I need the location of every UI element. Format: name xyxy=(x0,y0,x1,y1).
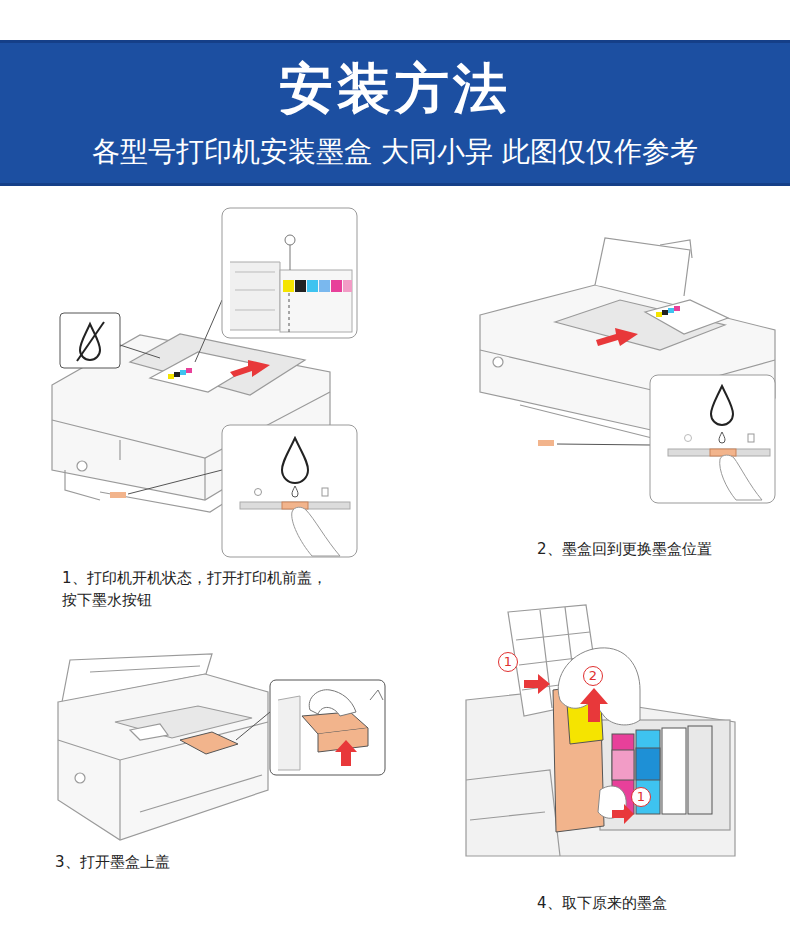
lift-arrow xyxy=(580,688,608,722)
subtitle: 各型号打印机安装墨盒 大同小异 此图仅仅作参考 xyxy=(92,134,698,170)
step-caption: 3、打开墨盒上盖 xyxy=(55,851,295,873)
ink-strip xyxy=(168,368,192,379)
callout-number: 1 xyxy=(498,652,518,672)
zoom-open-cover xyxy=(270,680,385,775)
leader-line xyxy=(236,712,270,740)
step-caption: 1、打印机开机状态，打开打印机前盖， 按下墨水按钮 xyxy=(62,567,338,611)
zoom-button-panel xyxy=(650,375,775,503)
zoom-button-panel xyxy=(222,425,357,557)
leader-line xyxy=(557,444,650,445)
press-arrow xyxy=(524,674,550,694)
callout-number: 1 xyxy=(504,655,512,669)
move-arrow xyxy=(230,360,270,377)
printer-lid-open xyxy=(58,654,268,840)
ink-button xyxy=(110,492,126,498)
cartridge-closeup xyxy=(463,605,735,858)
ink-strip xyxy=(656,306,680,317)
step-caption: 4、取下原来的墨盒 xyxy=(537,892,777,914)
callout-number: 1 xyxy=(631,787,651,807)
page-title: 安装方法 xyxy=(279,56,511,122)
press-arrow xyxy=(612,804,634,824)
step-caption: 2、墨盒回到更换墨盒位置 xyxy=(537,538,777,560)
hand xyxy=(558,648,640,725)
cartridge xyxy=(180,732,238,754)
header-band: 安装方法各型号打印机安装墨盒 大同小异 此图仅仅作参考 xyxy=(0,40,790,186)
no-ink-icon xyxy=(60,313,120,368)
leader-line xyxy=(120,300,222,494)
callout-number: 1 xyxy=(637,790,645,804)
callout-number: 2 xyxy=(583,666,603,686)
callout-number: 2 xyxy=(589,669,597,683)
move-arrow xyxy=(596,328,638,346)
zoom-carriage xyxy=(222,208,357,338)
ink-button xyxy=(538,440,554,446)
